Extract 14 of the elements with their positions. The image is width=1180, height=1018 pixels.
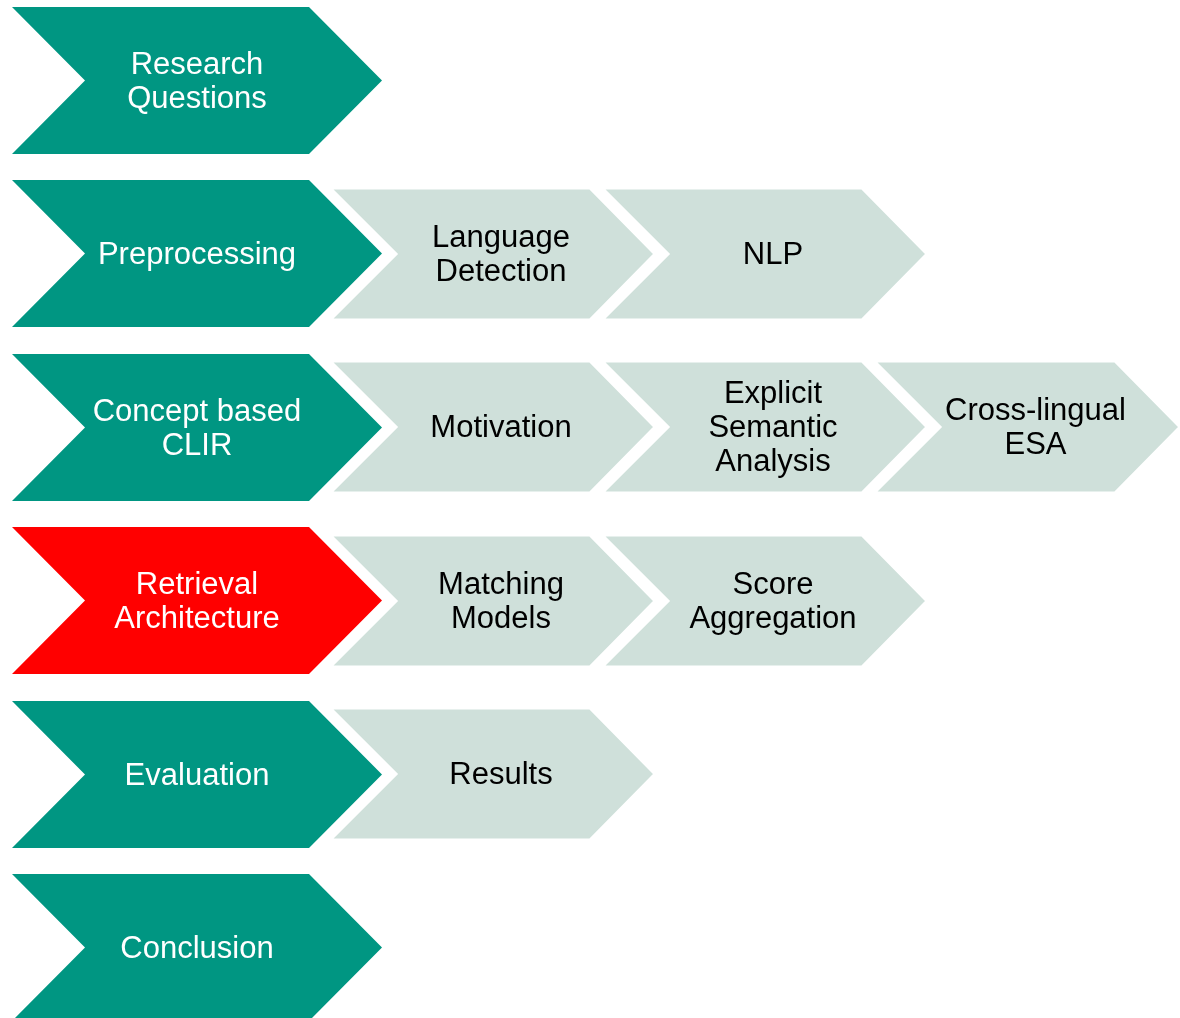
step-label: Matching Models [437,567,565,635]
step-label: Concept based CLIR [91,393,303,462]
step-label: Score Aggregation [688,567,858,635]
step-label: Evaluation [123,757,271,792]
step-label: Results [448,757,554,791]
step-label: Retrieval Architecture [113,566,281,635]
step-label: Language Detection [431,220,571,288]
step-label: Cross-lingual ESA [944,393,1127,461]
step-label: Motivation [429,410,573,444]
step-label: Research Questions [126,46,268,115]
step-label: Conclusion [119,930,275,965]
step-label: NLP [741,237,805,271]
step-label: Preprocessing [96,236,298,271]
step-label: Explicit Semantic Analysis [707,376,839,478]
